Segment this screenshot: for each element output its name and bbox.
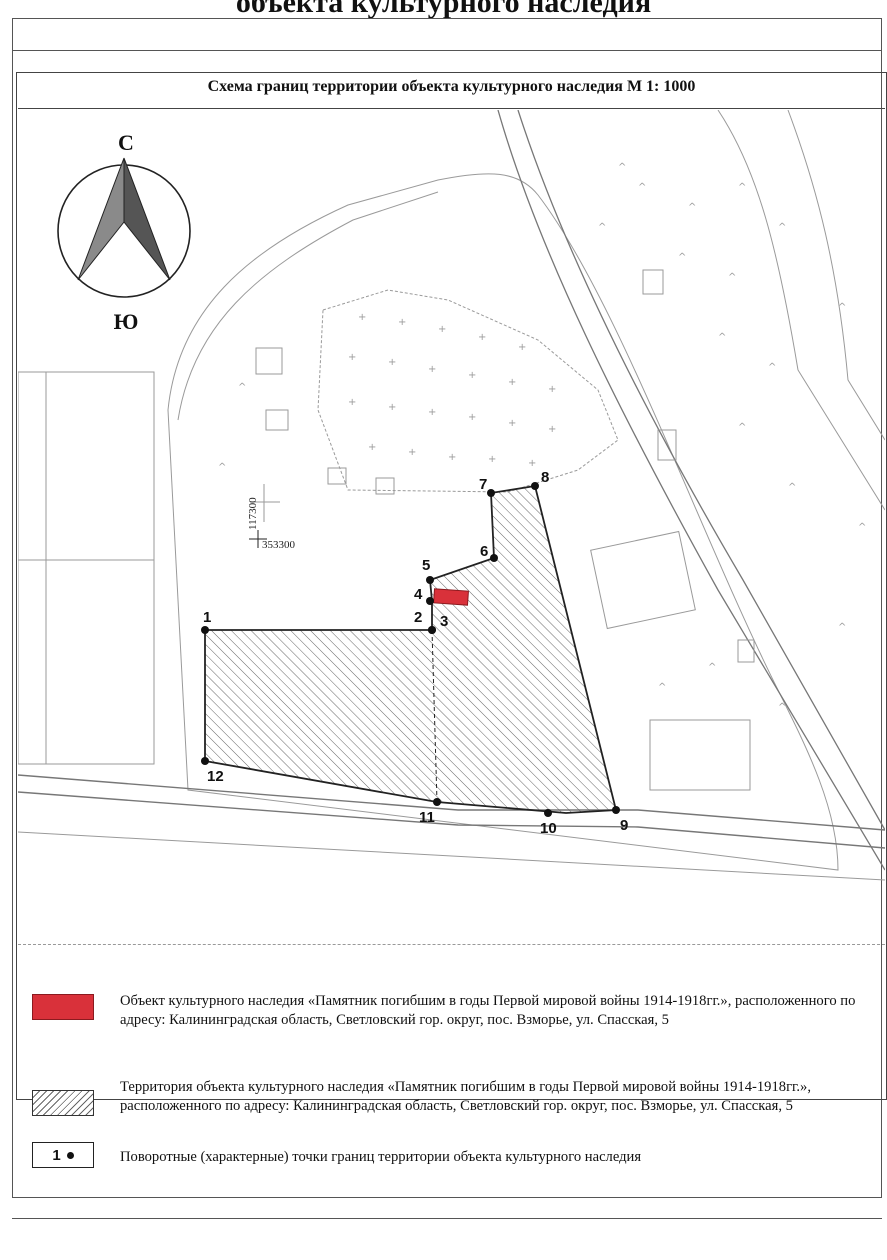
boundary-point-10 xyxy=(544,809,552,817)
svg-text:^: ^ xyxy=(768,362,776,373)
svg-text:^: ^ xyxy=(708,662,716,673)
svg-text:+: + xyxy=(388,402,396,413)
legend-rule xyxy=(18,944,885,945)
svg-text:^: ^ xyxy=(788,482,796,493)
legend-territory-swatch xyxy=(32,1090,94,1116)
frame-rule-top xyxy=(12,50,882,51)
svg-text:^: ^ xyxy=(838,302,846,313)
boundary-point-label-1: 1 xyxy=(203,609,211,626)
svg-text:+: + xyxy=(508,377,516,388)
page-heading: объекта культурного наследия xyxy=(235,0,652,19)
boundary-point-7 xyxy=(487,489,495,497)
svg-text:+: + xyxy=(348,397,356,408)
boundary-point-label-5: 5 xyxy=(422,557,430,574)
legend-object-swatch xyxy=(32,994,94,1020)
svg-text:^: ^ xyxy=(778,702,786,713)
svg-text:+: + xyxy=(368,442,376,453)
svg-text:+: + xyxy=(548,384,556,395)
svg-text:^: ^ xyxy=(778,222,786,233)
map-title-rule xyxy=(18,108,885,109)
svg-text:^: ^ xyxy=(598,222,606,233)
svg-text:+: + xyxy=(398,317,406,328)
svg-text:+: + xyxy=(478,332,486,343)
boundary-point-9 xyxy=(612,806,620,814)
coordinate-easting: 353300 xyxy=(262,539,296,551)
svg-text:^: ^ xyxy=(738,182,746,193)
legend-object-text: Объект культурного наследия «Памятник по… xyxy=(120,993,856,1028)
boundary-point-5 xyxy=(426,576,434,584)
boundary-point-3 xyxy=(428,626,436,634)
svg-text:+: + xyxy=(428,407,436,418)
boundary-point-12 xyxy=(201,757,209,765)
boundary-point-1 xyxy=(201,626,209,634)
svg-text:+: + xyxy=(468,370,476,381)
svg-text:+: + xyxy=(488,454,496,465)
boundary-point-label-2: 2 xyxy=(414,609,422,626)
svg-text:^: ^ xyxy=(618,162,626,173)
boundary-point-label-6: 6 xyxy=(480,543,488,560)
svg-text:+: + xyxy=(528,458,536,469)
boundary-map: + + + + + + + + + + + + + + + + + + + + + + ^ ^ ^ ^ ^ ^ ^ ^ ^ ^ ^ ^… xyxy=(18,110,885,881)
svg-text:+: + xyxy=(438,324,446,335)
boundary-point-6 xyxy=(490,554,498,562)
boundary-point-label-8: 8 xyxy=(541,469,549,486)
boundary-point-label-11: 11 xyxy=(419,809,435,826)
svg-text:^: ^ xyxy=(658,682,666,693)
svg-text:^: ^ xyxy=(638,182,646,193)
coordinate-northing: 117300 xyxy=(247,497,259,530)
boundary-point-8 xyxy=(531,482,539,490)
map-title: Схема границ территории объекта культурн… xyxy=(207,78,696,95)
boundary-point-label-7: 7 xyxy=(479,476,487,493)
svg-text:+: + xyxy=(448,452,456,463)
svg-text:+: + xyxy=(548,424,556,435)
legend-point-swatch: 1 xyxy=(32,1142,94,1168)
svg-text:+: + xyxy=(508,418,516,429)
territory-area xyxy=(204,484,618,814)
svg-text:+: + xyxy=(518,342,526,353)
svg-text:^: ^ xyxy=(738,422,746,433)
svg-text:^: ^ xyxy=(678,252,686,263)
svg-text:+: + xyxy=(468,412,476,423)
compass-north-label: С xyxy=(118,130,134,155)
inner-boundary-line xyxy=(431,629,438,803)
svg-text:+: + xyxy=(358,312,366,323)
boundary-point-label-9: 9 xyxy=(620,817,628,834)
boundary-point-label-3: 3 xyxy=(440,613,448,630)
svg-text:+: + xyxy=(348,352,356,363)
legend-point-number: 1 xyxy=(52,1146,61,1164)
svg-text:^: ^ xyxy=(238,382,246,393)
boundary-point-11 xyxy=(433,798,441,806)
point-dot-icon xyxy=(66,1151,74,1159)
compass: С Ю xyxy=(57,130,191,334)
terrain-background xyxy=(18,110,885,881)
legend-territory-text: Территория объекта культурного наследия … xyxy=(120,1079,811,1114)
svg-text:^: ^ xyxy=(218,462,226,473)
svg-text:^: ^ xyxy=(688,202,696,213)
svg-text:+: + xyxy=(388,357,396,368)
svg-text:^: ^ xyxy=(858,522,866,533)
boundary-point-label-12: 12 xyxy=(207,768,224,785)
coordinate-cross: 117300 353300 xyxy=(247,497,296,551)
document-frame xyxy=(12,18,882,1198)
boundary-point-label-4: 4 xyxy=(414,586,423,603)
legend-point-text: Поворотные (характерные) точки границ те… xyxy=(120,1149,642,1165)
frame-rule-bottom xyxy=(12,1218,882,1219)
terrain-markers: + + + + + + + + + + + + + + + + + + + + + + ^ ^ ^ ^ ^ ^ ^ ^ ^ ^ ^ ^… xyxy=(218,162,866,713)
svg-text:^: ^ xyxy=(718,332,726,343)
svg-text:^: ^ xyxy=(728,272,736,283)
compass-south-label: Ю xyxy=(114,309,139,334)
svg-text:^: ^ xyxy=(838,622,846,633)
boundary-point-4 xyxy=(426,597,434,605)
boundary-point-label-10: 10 xyxy=(540,820,557,837)
svg-text:+: + xyxy=(428,364,436,375)
svg-text:+: + xyxy=(408,447,416,458)
monument-object xyxy=(433,588,469,606)
